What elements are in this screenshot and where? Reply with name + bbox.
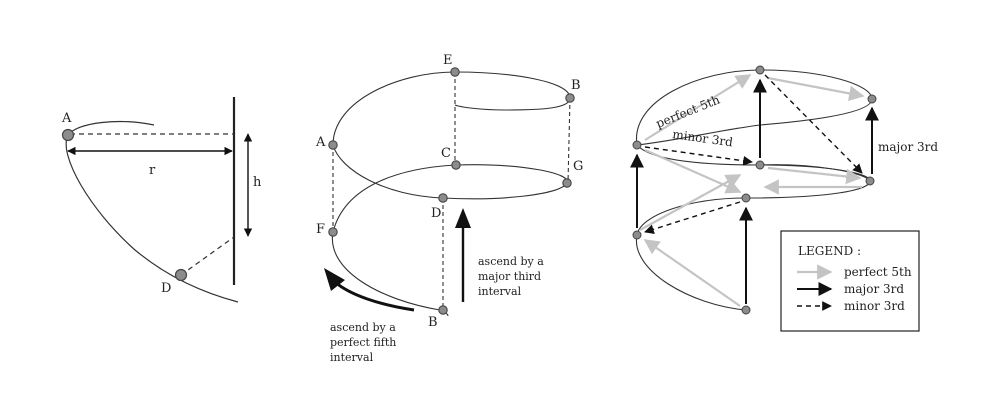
legend-label-minor: minor 3rd — [844, 299, 905, 313]
panel-helix-geometry — [61, 97, 253, 303]
label-r: r — [149, 163, 156, 178]
net-node-mid-right — [865, 176, 875, 186]
perfect-fifth-arrow-head — [324, 268, 345, 291]
spiral-top-back — [332, 71, 571, 146]
label-C: C — [441, 146, 451, 161]
perfect-fifth-arrow-shaft — [334, 280, 415, 312]
bottom-ring — [635, 234, 747, 311]
node-A2 — [328, 140, 338, 150]
label-G: G — [573, 159, 583, 174]
minor-arrow-1 — [644, 146, 753, 166]
net-node-bottom — [741, 305, 751, 315]
label-F: F — [316, 222, 325, 237]
fifth-arrow-6 — [643, 239, 741, 307]
note-major-third-line1: ascend by a — [478, 255, 544, 268]
net-node-center — [755, 160, 765, 170]
label-major-3rd: major 3rd — [878, 140, 938, 154]
vdash-B-G — [567, 97, 571, 184]
top-ring-front — [636, 144, 871, 236]
label-B-top: B — [571, 78, 581, 93]
panel-spiral-array — [328, 67, 575, 317]
label-h: h — [253, 175, 262, 190]
label-D: D — [161, 281, 171, 296]
helix-curve — [65, 121, 239, 303]
node-C — [451, 160, 461, 170]
d-dash-line — [180, 236, 235, 276]
fifth-arrow-2 — [767, 76, 865, 101]
label-E: E — [443, 53, 453, 68]
note-major-third: ascend by a major third interval — [478, 255, 547, 298]
net-node-top-back — [755, 65, 765, 75]
legend-box: LEGEND : perfect 5th major 3rd minor 3rd — [780, 230, 920, 332]
fifth-arrow-1 — [644, 74, 752, 141]
note-major-third-line2: major third — [478, 270, 541, 283]
net-node-top-left — [632, 140, 642, 150]
spiral-lower — [331, 231, 449, 317]
node-D — [174, 268, 188, 282]
label-D-spiral: D — [431, 206, 441, 221]
label-B-bottom: B — [428, 315, 438, 330]
node-B-top — [565, 93, 575, 103]
panel2-arrows — [324, 208, 471, 312]
fifth-arrow-3 — [639, 174, 742, 231]
major-third-arrow-head — [455, 208, 471, 228]
legend-label-fifth: perfect 5th — [844, 265, 912, 279]
minor-arrow-2 — [764, 74, 863, 174]
node-G — [562, 178, 572, 188]
net-node-top-right — [867, 94, 877, 104]
minor-arrow-3 — [644, 201, 741, 235]
label-A-spiral: A — [315, 135, 326, 150]
panel-interval-network — [630, 65, 879, 315]
node-E — [450, 67, 460, 77]
node-A — [61, 128, 75, 142]
note-perfect-fifth-line3: interval — [330, 351, 374, 364]
fifth-arrow-4 — [767, 166, 862, 185]
note-perfect-fifth: ascend by a perfect fifth interval — [330, 321, 400, 364]
note-perfect-fifth-line1: ascend by a — [330, 321, 396, 334]
node-D2 — [438, 193, 448, 203]
label-A: A — [61, 111, 72, 126]
legend-label-major: major 3rd — [844, 282, 904, 296]
net-node-mid-front — [741, 193, 751, 203]
node-B-bottom — [438, 305, 448, 315]
label-perfect-5th: perfect 5th — [654, 92, 722, 130]
note-major-third-line3: interval — [478, 285, 522, 298]
legend-title: LEGEND : — [798, 244, 861, 258]
node-F — [328, 227, 338, 237]
note-perfect-fifth-line2: perfect fifth — [330, 336, 396, 349]
net-node-low-left — [632, 230, 642, 240]
fifth-arrow-7 — [644, 148, 742, 194]
